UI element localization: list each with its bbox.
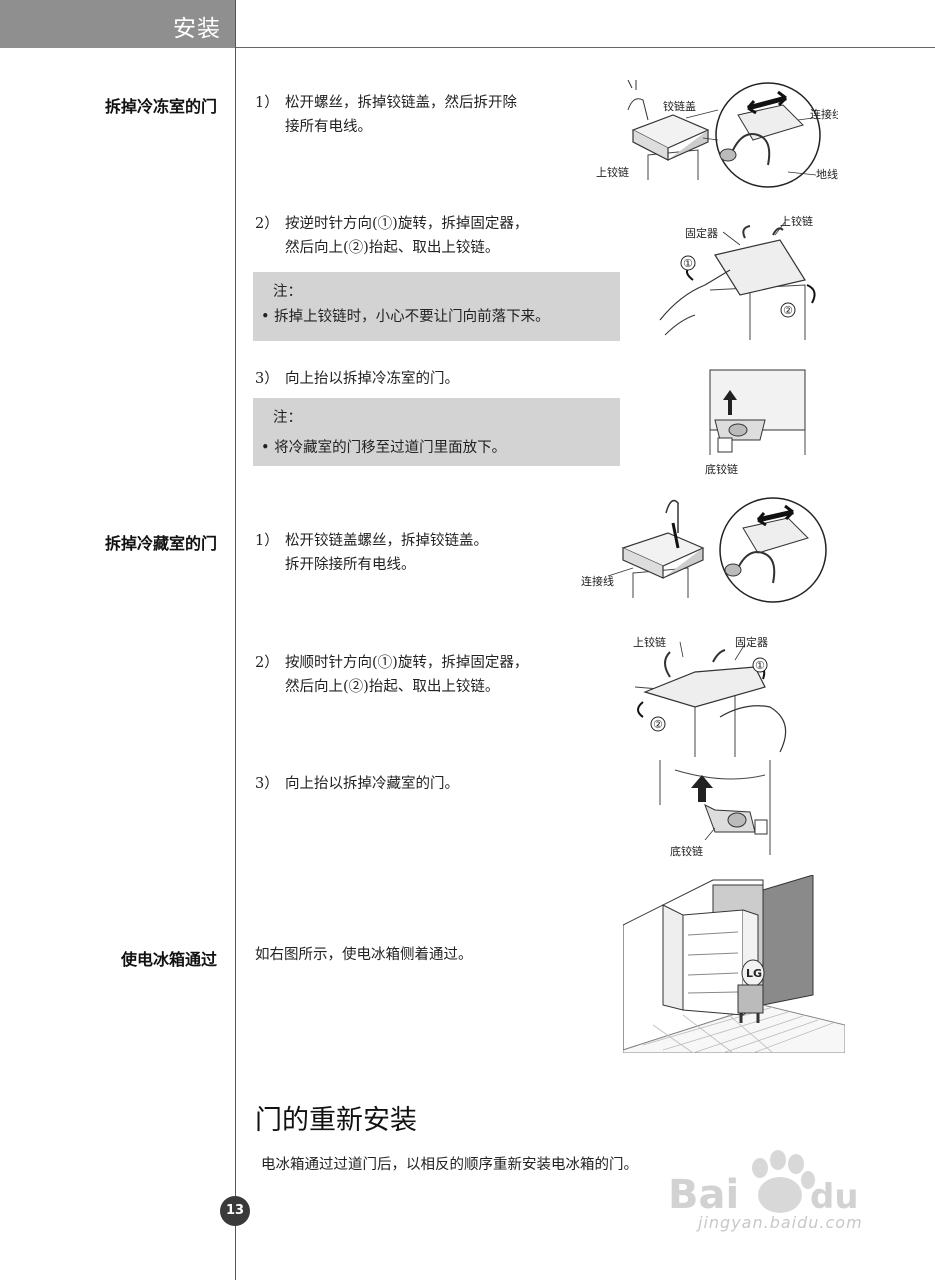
figure-pass-through: LG xyxy=(623,875,845,1053)
svg-text:du: du xyxy=(810,1177,859,1217)
section-title-fridge: 拆掉冷藏室的门 xyxy=(104,534,217,553)
svg-text:Bai: Bai xyxy=(668,1172,739,1218)
header-tab: 安装 xyxy=(0,0,235,48)
figure-lower-hinge-freezer: 底铰链 xyxy=(680,360,810,480)
margin-rule xyxy=(235,0,236,1280)
header-rule xyxy=(235,47,935,48)
label-lower-hinge-2: 底铰链 xyxy=(670,844,703,858)
mark-2: ② xyxy=(783,304,793,317)
logo-lg: LG xyxy=(746,967,762,980)
figure-holder-fridge: 上铰链 固定器 ① ② xyxy=(625,632,805,757)
figure-hinge-cover-freezer: 铰链盖 连接线 上铰链 地线 xyxy=(588,80,838,190)
freezer-step-2: 2）按逆时针方向(①)旋转，拆掉固定器， 然后向上(②)抬起、取出上铰链。 xyxy=(255,216,529,256)
pass-text: 如右图所示，使电冰箱侧着通过。 xyxy=(255,947,473,963)
label-upper-hinge: 上铰链 xyxy=(596,165,629,179)
reinstall-text: 电冰箱通过过道门后，以相反的顺序重新安装电冰箱的门。 xyxy=(261,1157,638,1173)
label-ground: 地线 xyxy=(816,167,838,181)
freezer-step-3: 3）向上抬以拆掉冷冻室的门。 xyxy=(255,371,459,387)
header-title: 安装 xyxy=(173,16,221,42)
reinstall-title: 门的重新安装 xyxy=(255,1105,417,1136)
mark-2-b: ② xyxy=(653,718,663,731)
figure-lower-hinge-fridge: 底铰链 xyxy=(655,760,800,865)
label-holder-2: 固定器 xyxy=(735,635,768,649)
figure-hinge-cover-fridge: 连接线 xyxy=(578,488,833,608)
section-title-pass: 使电冰箱通过 xyxy=(120,950,217,969)
watermark-logo: Bai du xyxy=(650,1140,935,1250)
fridge-step-2: 2）按顺时针方向(①)旋转，拆掉固定器， 然后向上(②)抬起、取出上铰链。 xyxy=(255,655,529,695)
section-title-freezer: 拆掉冷冻室的门 xyxy=(104,97,217,116)
label-connector-2: 连接线 xyxy=(581,574,614,588)
label-holder: 固定器 xyxy=(685,226,718,240)
label-lower-hinge: 底铰链 xyxy=(705,462,738,476)
freezer-note-2: 注： • 将冷藏室的门移至过道门里面放下。 xyxy=(253,398,620,466)
label-connector: 连接线 xyxy=(810,107,838,121)
fridge-step-1: 1）松开铰链盖螺丝，拆掉铰链盖。 拆开除接所有电线。 xyxy=(255,533,488,573)
mark-1: ① xyxy=(683,257,693,270)
fridge-step-3: 3）向上抬以拆掉冷藏室的门。 xyxy=(255,776,459,792)
watermark-url: jingyan.baidu.com xyxy=(698,1213,863,1232)
page-number: 13 xyxy=(220,1196,250,1226)
freezer-note-1: 注： • 拆掉上铰链时，小心不要让门向前落下来。 xyxy=(253,272,620,341)
freezer-step-1: 1）松开螺丝，拆掉铰链盖，然后拆开除 接所有电线。 xyxy=(255,95,517,135)
figure-holder-freezer: 固定器 上铰链 ① ② xyxy=(655,210,830,340)
mark-1-b: ① xyxy=(755,659,765,672)
label-upper-hinge-2: 上铰链 xyxy=(780,214,813,228)
label-hinge-cover: 铰链盖 xyxy=(663,99,696,113)
label-upper-hinge-3: 上铰链 xyxy=(633,635,666,649)
